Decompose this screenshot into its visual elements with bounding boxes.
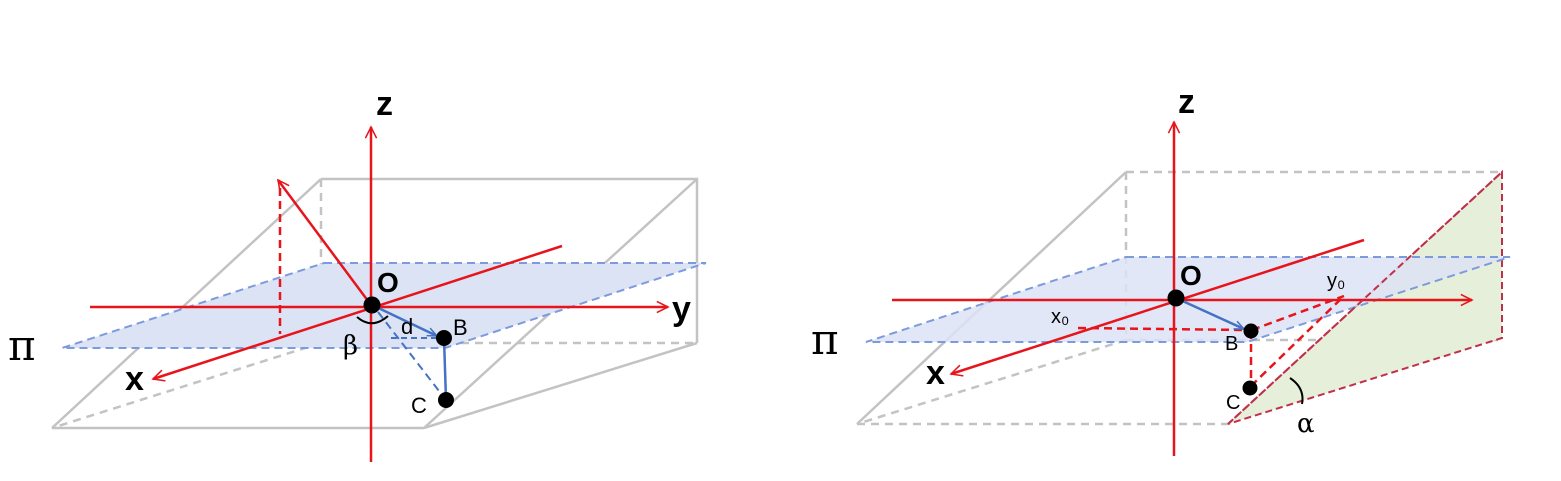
right-construction-lines [1077,294,1345,387]
left-x-axis [153,244,563,379]
left-origin-label: O [377,267,399,298]
right-intersection-line [1227,171,1503,425]
right-c-label: C [1226,392,1240,414]
left-d-label: d [401,314,413,339]
left-beta-label: β [343,331,358,361]
right-y0-label: y₀ [1327,270,1345,292]
right-figure: z x O π B C x₀ y₀ α [811,83,1511,456]
right-x-label: x [926,354,945,392]
right-x-axis [951,238,1365,374]
left-c-label: C [411,393,427,418]
right-point-b [1243,323,1259,339]
left-x-label: x [125,360,144,398]
left-segment-bc [442,337,448,401]
right-b-label: B [1225,333,1238,355]
right-point-c [1242,380,1258,396]
left-point-c [438,392,454,408]
left-vector-ob [371,303,437,338]
left-plane-label: π [8,321,36,370]
left-b-label: B [453,315,468,340]
left-dashed-oc [377,311,447,401]
left-z-label: z [376,85,393,123]
left-origin-point [363,296,381,314]
right-alpha-label: α [1297,409,1315,439]
right-origin-label: O [1180,260,1202,291]
left-y-label: y [672,290,691,328]
right-plane-label: π [811,315,839,364]
right-angle-alpha-arc [1289,377,1304,405]
right-z-label: z [1178,83,1195,121]
right-x0-label: x₀ [1051,306,1069,328]
left-tilted-axis [278,180,373,306]
left-point-b [436,330,452,346]
left-figure: z y x O π B C d β [8,85,707,462]
right-origin-point [1167,289,1185,307]
left-angle-beta-arc [356,315,389,325]
right-vector-ob [1175,296,1244,331]
